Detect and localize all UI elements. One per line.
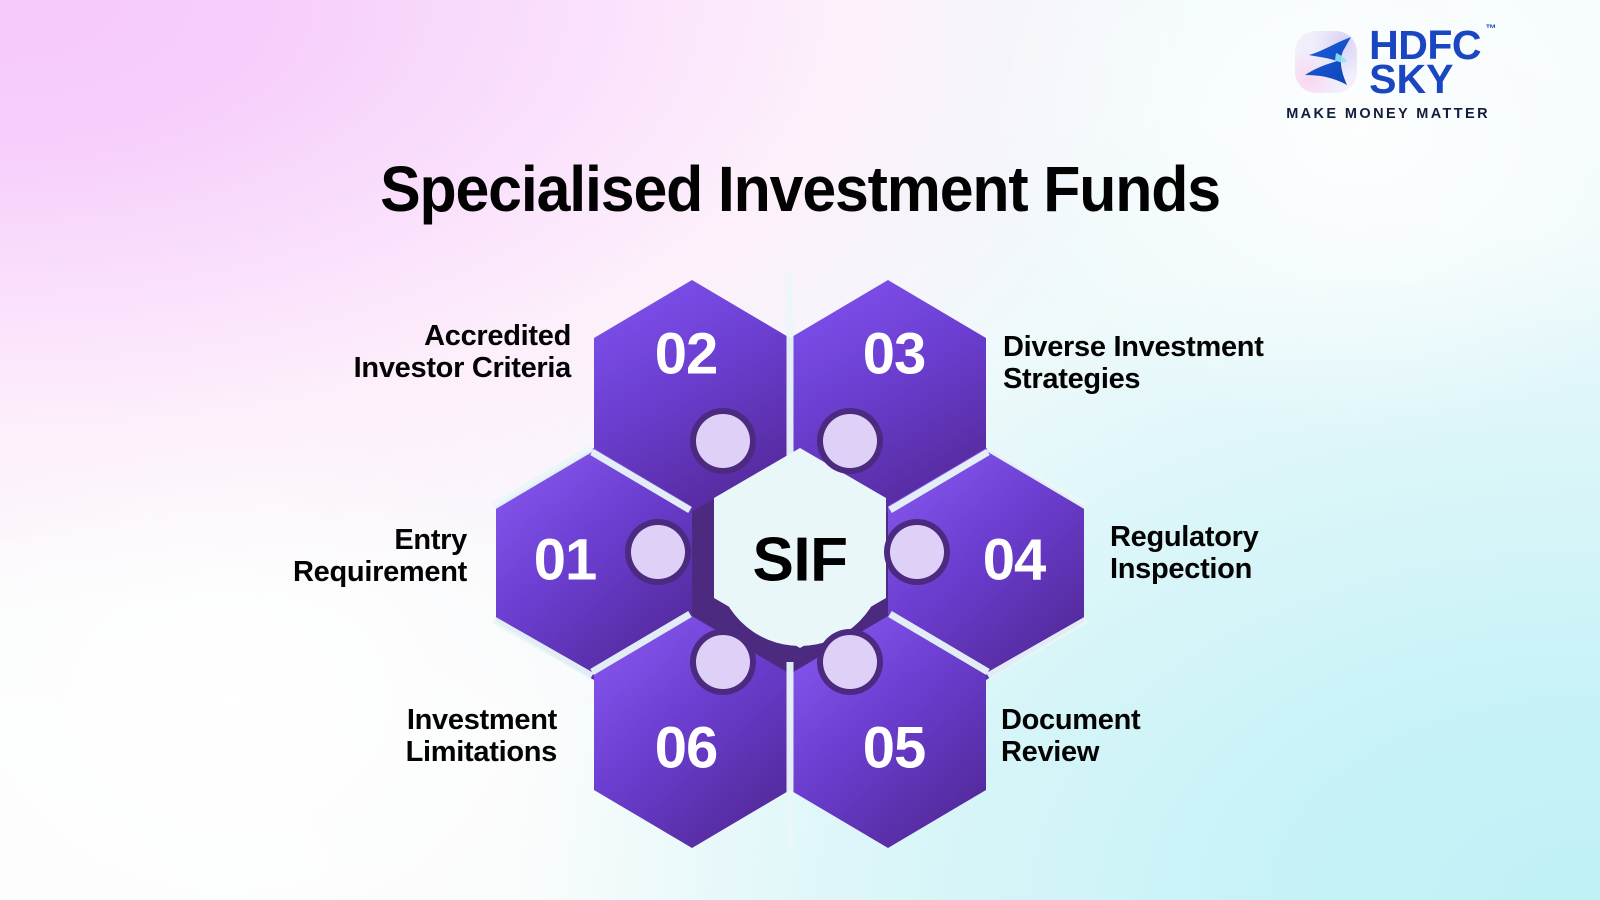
brand-wordmark-line2: SKY <box>1369 56 1454 103</box>
hexagon-number-04: 04 <box>983 527 1046 592</box>
node-circle-03 <box>817 408 883 474</box>
hexagon-number-03: 03 <box>863 321 926 386</box>
hexagon-number-01: 01 <box>534 527 597 592</box>
node-label-05: Document Review <box>1001 704 1141 769</box>
hexagon-node-04[interactable]: 04 <box>888 448 1084 680</box>
background-glow-right <box>980 0 1600 440</box>
node-circles <box>625 408 950 695</box>
node-circle-01 <box>625 519 691 585</box>
hexagon-number-02: 02 <box>655 321 718 386</box>
hexagon-number-06: 06 <box>655 715 718 780</box>
node-label-03: Diverse Investment Strategies <box>1003 331 1264 396</box>
node-circle-05 <box>817 629 883 695</box>
brand-wordmark-line1: HDFC <box>1369 22 1482 68</box>
background-glow-left <box>0 420 580 900</box>
node-label-04: Regulatory Inspection <box>1110 521 1259 586</box>
hexagon-wheel-diagram: 02 03 01 04 06 <box>0 252 1600 872</box>
node-label-02: Accredited Investor Criteria <box>353 320 572 385</box>
brand-logo[interactable]: HDFC SKY ™ MAKE MONEY MATTER <box>1286 22 1497 122</box>
hexagon-seams <box>492 274 1088 852</box>
node-label-06: Investment Limitations <box>405 704 558 769</box>
hexagon-number-05: 05 <box>863 715 926 780</box>
node-label-01: Entry Requirement <box>293 524 467 589</box>
trademark-icon: ™ <box>1485 23 1497 35</box>
node-circle-02 <box>690 408 756 474</box>
page-title: Specialised Investment Funds <box>380 153 1221 225</box>
brand-wordmark: HDFC SKY ™ <box>1369 22 1496 103</box>
center-disc <box>714 448 886 648</box>
hexagon-node-01[interactable]: 01 <box>496 448 692 680</box>
hdfc-sky-logo-mark-icon <box>1295 31 1358 94</box>
node-circle-04 <box>884 519 950 585</box>
center-label: SIF <box>753 525 848 594</box>
node-circle-06 <box>690 629 756 695</box>
brand-tagline: MAKE MONEY MATTER <box>1286 105 1490 122</box>
brand-logo-row: HDFC SKY ™ <box>1295 22 1497 103</box>
